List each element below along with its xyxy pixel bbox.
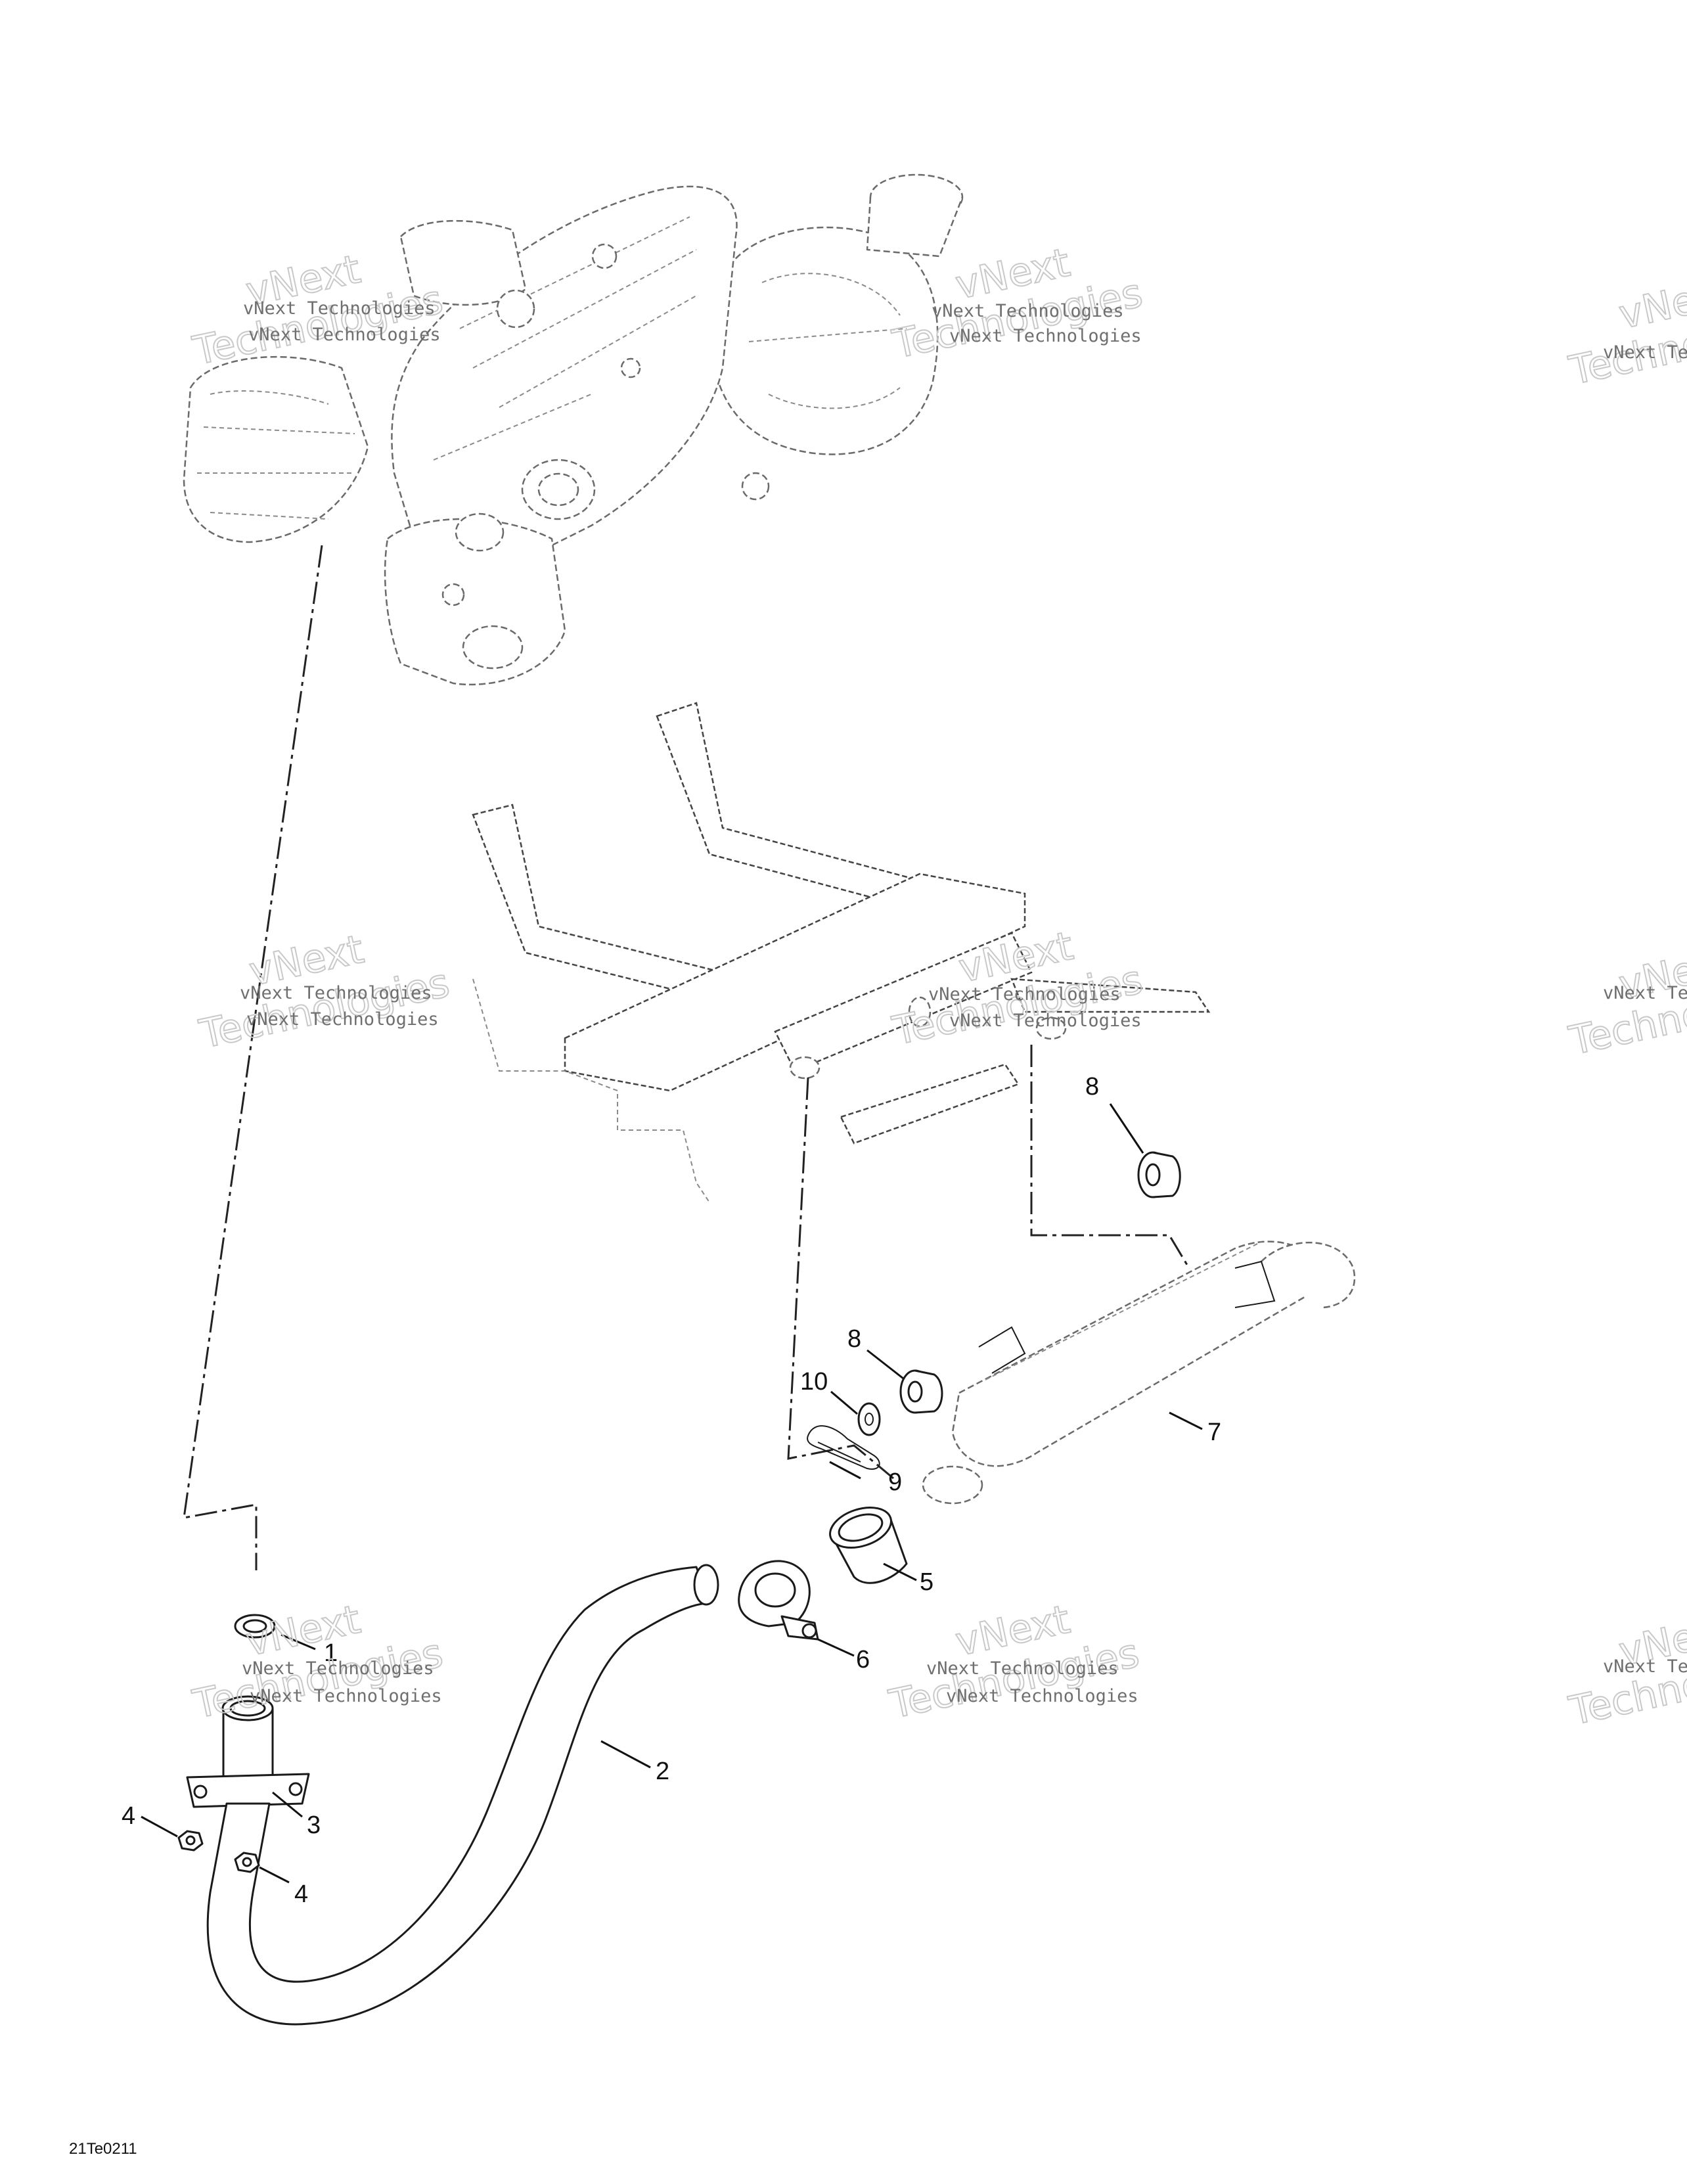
rubber-grommet-lower[interactable] (899, 1369, 943, 1414)
frame-crossmember (472, 702, 1211, 1203)
callout-2: 2 (656, 1758, 669, 1785)
callout-4-right: 4 (294, 1880, 308, 1908)
callout-3: 3 (307, 1811, 321, 1839)
engine-assembly (183, 173, 964, 686)
watermark-line: vNext Technologies (242, 1658, 434, 1679)
leader-lines (141, 1103, 1203, 1884)
callout-4-left: 4 (122, 1802, 135, 1830)
flange-nut-left[interactable] (177, 1830, 204, 1852)
muffler (922, 1240, 1356, 1505)
flat-washer[interactable] (857, 1402, 881, 1436)
callout-labels: 1 2 3 4 4 5 6 7 8 8 9 10 (122, 1073, 1221, 1908)
callout-9: 9 (888, 1468, 902, 1496)
callout-8-lower: 8 (847, 1325, 861, 1353)
callout-10: 10 (800, 1368, 828, 1396)
callout-7: 7 (1207, 1419, 1221, 1446)
retaining-clip[interactable] (807, 1425, 880, 1470)
rubber-grommet-upper[interactable] (1137, 1151, 1181, 1198)
watermark-line: vNext Technologies (240, 983, 432, 1003)
watermark-line: vNext Technologies (926, 1658, 1119, 1679)
callout-1: 1 (324, 1639, 338, 1667)
watermark-line: vNext Technologies (946, 1686, 1138, 1706)
watermark-line: vNext Technologies (1603, 983, 1687, 1003)
gasket-ring[interactable] (234, 1614, 276, 1639)
head-pipe[interactable] (206, 1564, 719, 2026)
callout-8-upper: 8 (1085, 1073, 1099, 1101)
watermark-line: vNext Technologies (1603, 1656, 1687, 1677)
watermark-line: vNext Technologies (949, 326, 1142, 346)
assembly-centerlines (183, 545, 1190, 1570)
watermark-line: vNext Technologies (928, 984, 1121, 1005)
watermark-line: vNext Technologies (246, 1009, 439, 1030)
watermark-line: vNext Technologies (932, 301, 1124, 321)
drawing-code: 21Te0211 (69, 2140, 137, 2158)
watermark-line: vNext Technologies (248, 325, 441, 345)
pipe-clamp[interactable] (738, 1560, 819, 1641)
watermark-line: vNext Technologies (949, 1011, 1142, 1031)
callout-6: 6 (856, 1646, 870, 1673)
watermark-line: vNext Technologies (243, 298, 436, 319)
flange-nut-right[interactable] (234, 1852, 260, 1873)
watermark-line: vNext Technologies (250, 1686, 442, 1706)
pipe-sleeve[interactable] (825, 1501, 908, 1584)
exhaust-flange-pipe[interactable] (186, 1695, 310, 1808)
callout-5: 5 (920, 1568, 933, 1596)
watermark-line: vNext Technologies (1603, 342, 1687, 363)
